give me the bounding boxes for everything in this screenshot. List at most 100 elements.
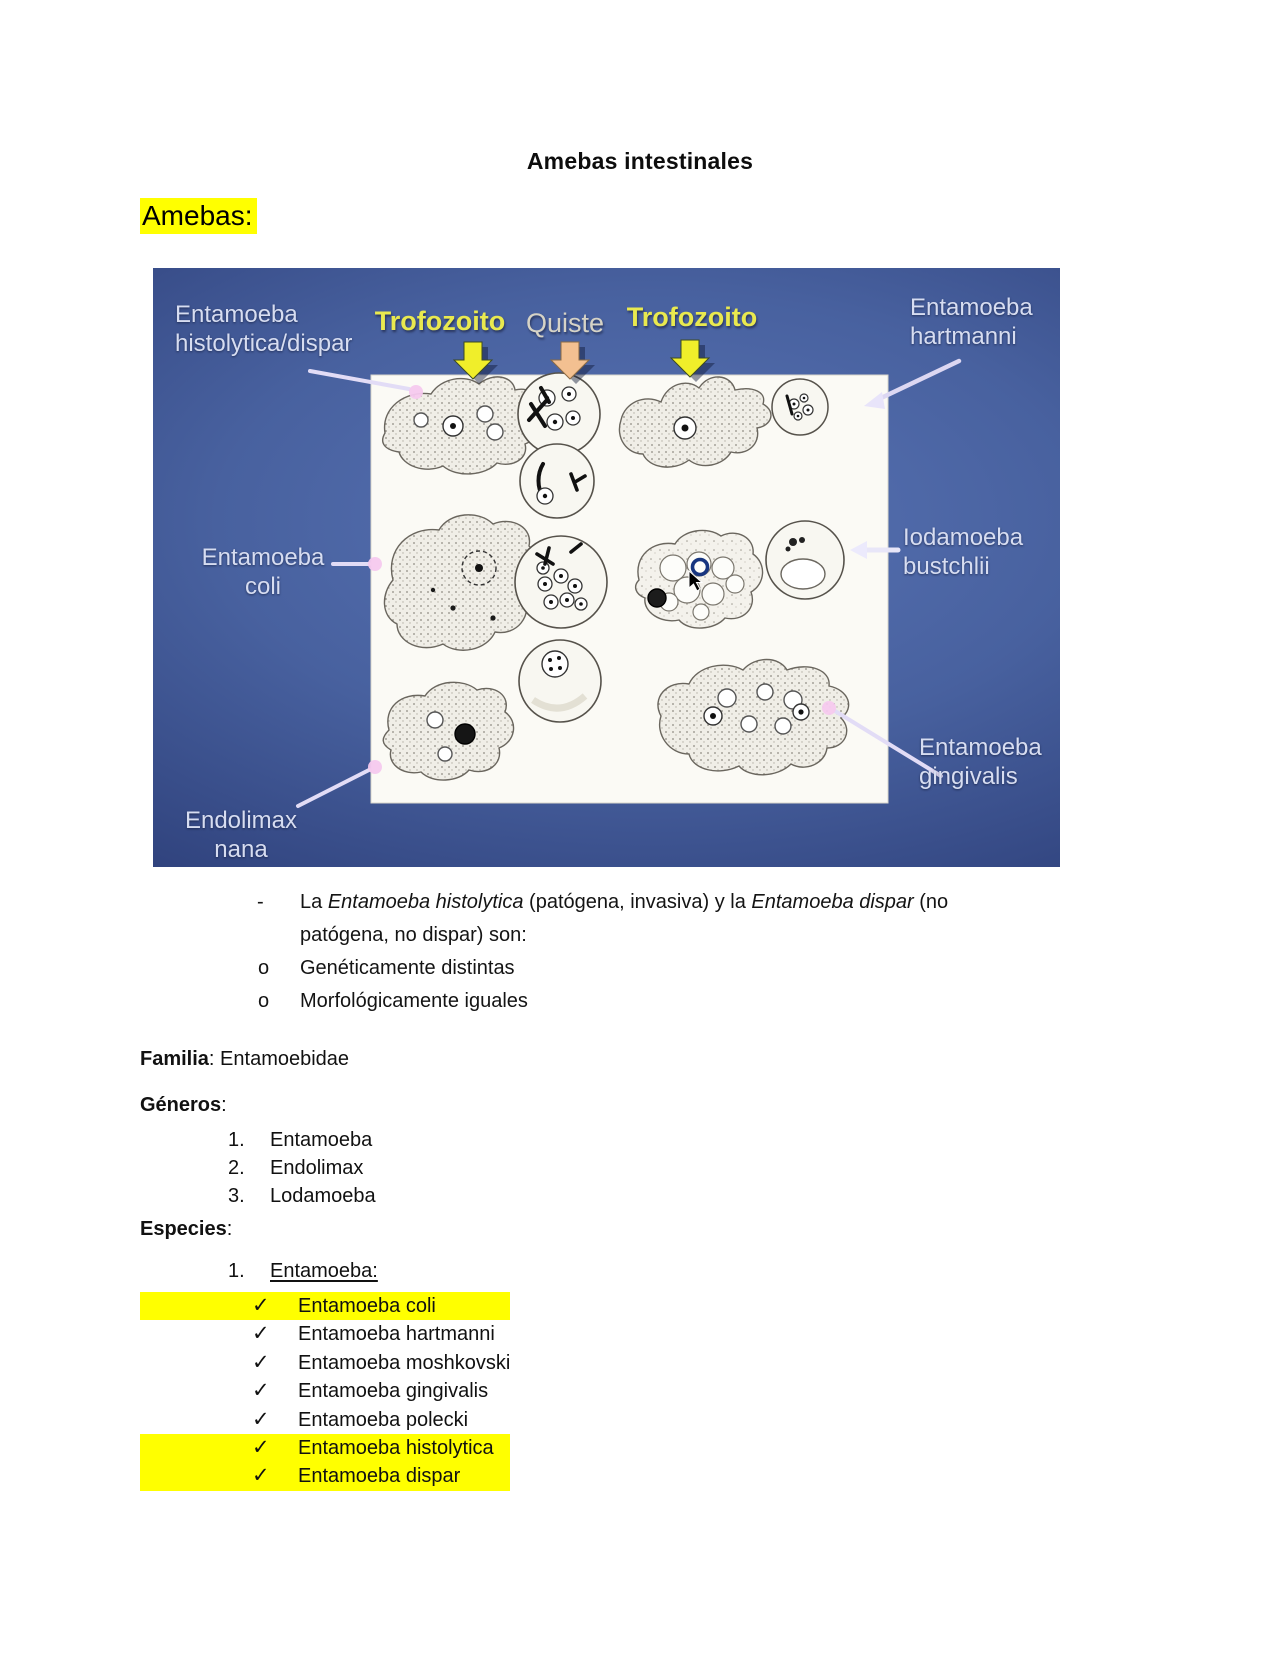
label-quiste: Quiste	[525, 308, 605, 338]
coli-cyst-drawing	[514, 535, 608, 629]
especies-checklist: ✓Entamoeba coli ✓Entamoeba hartmanni ✓En…	[140, 1292, 511, 1491]
label-entamoeba-gingivalis: Entamoeba gingivalis	[919, 733, 1042, 791]
intro-italic-1: Entamoeba histolytica	[327, 891, 524, 913]
coli-trophozoite-drawing	[383, 514, 541, 651]
check-item: ✓ Entamoeba polecki	[140, 1406, 510, 1434]
intro-line-1: - La Entamoeba histolytica (patógena, inv…	[140, 886, 1120, 919]
check-icon: ✓	[252, 1379, 270, 1403]
species-name: Entamoeba polecki	[298, 1408, 469, 1431]
cursor-ring-icon	[690, 557, 710, 577]
iodamoeba-cyst-drawing	[765, 520, 845, 600]
histolytica-trophozoite-drawing	[381, 376, 541, 475]
intro-italic-2: Entamoeba dispar	[751, 891, 914, 913]
species-name: Entamoeba moshkovski	[298, 1351, 511, 1374]
species-name: Entamoeba coli	[298, 1295, 436, 1317]
endolimax-cyst-drawing	[518, 639, 602, 723]
gingivalis-trophozoite-drawing	[657, 658, 850, 776]
especies-group-line: 1. Entamoeba:	[140, 1260, 378, 1283]
especies-group-title: Entamoeba:	[270, 1260, 378, 1282]
check-icon: ✓	[252, 1462, 298, 1491]
label-trofozoito-1: Trofozoito	[374, 306, 506, 336]
genero-name: Endolimax	[270, 1157, 364, 1179]
check-icon: ✓	[252, 1434, 298, 1463]
colon: :	[226, 1218, 233, 1240]
check-icon: ✓	[252, 1292, 298, 1321]
label-line: gingivalis	[919, 763, 1018, 790]
list-number: 1.	[228, 1260, 245, 1282]
label-entamoeba-hartmanni: Entamoeba hartmanni	[910, 293, 1033, 351]
leader-lines	[296, 358, 962, 808]
label-iodamoeba-bustchlii: Iodamoeba bustchlii	[903, 523, 1023, 581]
label-line: coli	[244, 573, 282, 600]
trophozoite2-drawing	[618, 376, 772, 468]
check-icon: ✓	[252, 1407, 270, 1431]
intro-text: (no	[913, 891, 949, 913]
check-item: ✓Entamoeba gingivalis	[140, 1377, 510, 1405]
check-icon: ✓	[252, 1322, 270, 1346]
label-line: histolytica/dispar	[175, 330, 353, 357]
slide-drawing	[296, 339, 962, 808]
sub-bullet-item: o Genéticamente distintas	[140, 952, 1040, 985]
intro-line-2: patógena, no dispar) son:	[300, 924, 527, 946]
label-line: Entamoeba	[175, 301, 298, 328]
trofozoito-arrow-2	[669, 339, 715, 382]
list-number: 3.	[228, 1185, 245, 1207]
label-trofozoito-2: Trofozoito	[626, 302, 758, 332]
check-item-highlighted: ✓Entamoeba histolytica	[140, 1434, 511, 1463]
label-endolimax-nana: Endolimax nana	[185, 806, 297, 864]
label-line: hartmanni	[910, 323, 1017, 350]
label-line: Entamoeba	[910, 294, 1033, 321]
mouse-pointer-icon	[688, 569, 704, 592]
generos-item: 3. Lodamoeba	[140, 1182, 376, 1210]
check-item: ✓ Entamoeba hartmanni	[140, 1320, 510, 1348]
check-item: ✓Entamoeba moshkovski	[140, 1349, 510, 1377]
dash-bullet: -	[257, 891, 264, 913]
separator: :	[208, 1048, 221, 1070]
species-name: Entamoeba dispar	[298, 1465, 461, 1488]
label-line: Entamoeba	[201, 544, 325, 571]
sub-bullet-text: Genéticamente distintas	[300, 957, 515, 979]
iodamoeba-trophozoite-drawing	[634, 529, 764, 629]
label-line: Endolimax	[184, 807, 298, 834]
familia-value: Entamoebidae	[220, 1048, 350, 1070]
especies-label: Especies	[140, 1218, 227, 1240]
sub-bullet-text: Morfológicamente iguales	[300, 990, 528, 1012]
especies-heading: Especies:	[140, 1218, 232, 1241]
generos-list: 1.Entamoeba 2. Endolimax 3. Lodamoeba	[140, 1126, 376, 1210]
o-bullet: o	[258, 957, 270, 979]
label-line: Entamoeba	[919, 734, 1042, 761]
check-item-highlighted: ✓Entamoeba coli	[140, 1292, 511, 1321]
list-number: 2.	[228, 1157, 245, 1179]
intro-paragraph: - La Entamoeba histolytica (patógena, inv…	[140, 886, 1120, 952]
label-entamoeba-histolytica-dispar: Entamoeba histolytica/dispar	[175, 300, 352, 358]
endolimax-trophozoite-drawing	[382, 681, 515, 781]
label-line: bustchlii	[903, 553, 990, 580]
highlighted-heading-text: Amebas:	[140, 198, 257, 234]
amebas-slide-image: Trofozoito Quiste Trofozoito Entamoeba h…	[153, 268, 1060, 867]
species-name: Entamoeba histolytica	[298, 1437, 494, 1460]
familia-line: Familia: Entamoebidae	[140, 1048, 349, 1071]
hartmanni-cyst-drawing	[771, 378, 829, 436]
quiste-arrow	[549, 341, 595, 384]
genero-name: Lodamoeba	[270, 1185, 376, 1207]
species-name: Entamoeba hartmanni	[298, 1323, 495, 1346]
intro-text: (patógena, invasiva) y la	[523, 891, 752, 913]
generos-label: Géneros	[140, 1094, 222, 1116]
check-item-highlighted: ✓Entamoeba dispar	[140, 1462, 511, 1491]
section-heading: Amebas:	[140, 198, 257, 234]
generos-heading: Géneros:	[140, 1094, 227, 1117]
label-line: nana	[214, 836, 268, 863]
generos-item: 2. Endolimax	[140, 1154, 376, 1182]
genero-name: Entamoeba	[270, 1129, 373, 1151]
familia-label: Familia	[140, 1048, 209, 1070]
histolytica-cyst-drawing	[517, 372, 601, 456]
page-title: Amebas intestinales	[526, 148, 754, 174]
generos-item: 1.Entamoeba	[140, 1126, 376, 1154]
label-entamoeba-coli: Entamoeba coli	[202, 543, 325, 601]
trofozoito-arrow-1	[452, 341, 498, 384]
colon: :	[221, 1094, 227, 1116]
label-line: Iodamoeba	[903, 524, 1024, 551]
intro-text: La	[300, 891, 328, 913]
